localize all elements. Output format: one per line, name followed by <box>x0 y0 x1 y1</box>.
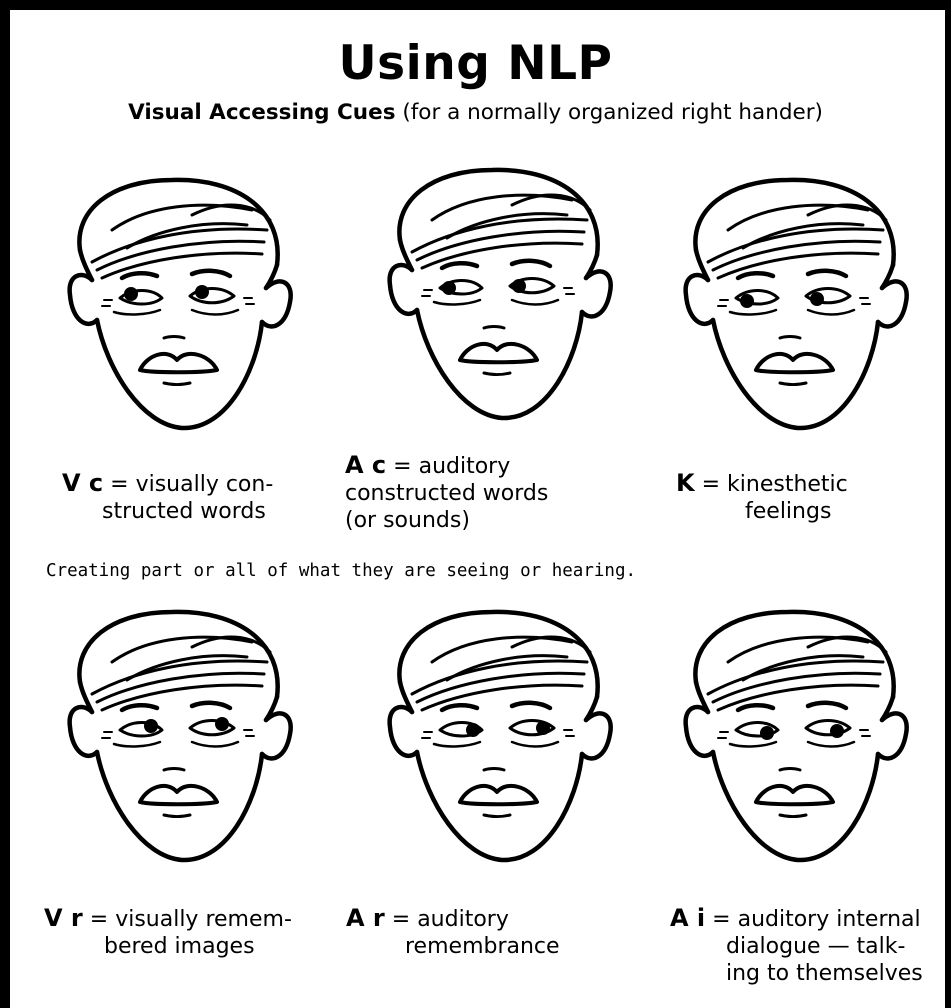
face-illustration <box>668 602 918 882</box>
caption-k: K = kinesthetic feelings <box>676 470 926 525</box>
caption-line: remembrance <box>346 933 606 960</box>
face-auditory-remembered <box>372 602 622 882</box>
face-illustration <box>372 602 622 882</box>
pupil-left <box>144 719 158 733</box>
cue-code: V r <box>44 904 83 932</box>
pupil-right <box>195 285 209 299</box>
caption-line: bered images <box>44 933 334 960</box>
pupil-left <box>466 723 480 737</box>
caption-vr: V r = visually remem- bered images <box>44 905 334 960</box>
pupil-right <box>830 724 844 738</box>
caption-line: ing to themselves <box>670 960 945 987</box>
caption-line: = visually con- <box>110 472 273 497</box>
cue-code: V c <box>62 469 103 497</box>
pupil-left <box>442 281 456 295</box>
subtitle-bold: Visual Accessing Cues <box>128 100 395 125</box>
face-illustration <box>668 170 918 450</box>
caption-line: = auditory internal <box>712 907 920 932</box>
caption-ai: A i = auditory internal dialogue — talk-… <box>670 905 945 987</box>
subtitle-rest: (for a normally organized right hander) <box>402 100 823 125</box>
caption-vc: V c = visually con- structed words <box>62 470 332 525</box>
caption-line: = auditory <box>393 454 510 479</box>
pupil-right <box>512 279 526 293</box>
page-title: Using NLP <box>0 36 951 91</box>
pupil-left <box>760 726 774 740</box>
caption-line: dialogue — talk- <box>670 933 945 960</box>
face-visual-remembered <box>52 602 302 882</box>
cue-code: K <box>676 469 695 497</box>
caption-line: = visually remem- <box>90 907 292 932</box>
pupil-right <box>215 717 229 731</box>
face-kinesthetic <box>668 170 918 450</box>
face-illustration <box>372 160 622 440</box>
pupil-right <box>536 721 550 735</box>
cue-code: A c <box>345 451 386 479</box>
caption-line: feelings <box>676 498 926 525</box>
caption-line: = kinesthetic <box>702 472 848 497</box>
cue-code: A r <box>346 904 385 932</box>
face-auditory-internal <box>668 602 918 882</box>
note-text: Creating part or all of what they are se… <box>46 561 636 581</box>
pupil-left <box>124 287 138 301</box>
caption-line: (or sounds) <box>345 507 615 534</box>
page-subtitle: Visual Accessing Cues (for a normally or… <box>0 100 951 125</box>
caption-line: structed words <box>62 498 332 525</box>
caption-ar: A r = auditory remembrance <box>346 905 606 960</box>
face-auditory-constructed <box>372 160 622 440</box>
caption-ac: A c = auditory constructed words (or sou… <box>345 452 615 534</box>
caption-line: = auditory <box>392 907 509 932</box>
face-visual-constructed <box>52 170 302 450</box>
pupil-right <box>810 292 824 306</box>
cue-code: A i <box>670 904 705 932</box>
face-illustration <box>52 602 302 882</box>
pupil-left <box>740 294 754 308</box>
caption-line: constructed words <box>345 480 615 507</box>
face-illustration <box>52 170 302 450</box>
